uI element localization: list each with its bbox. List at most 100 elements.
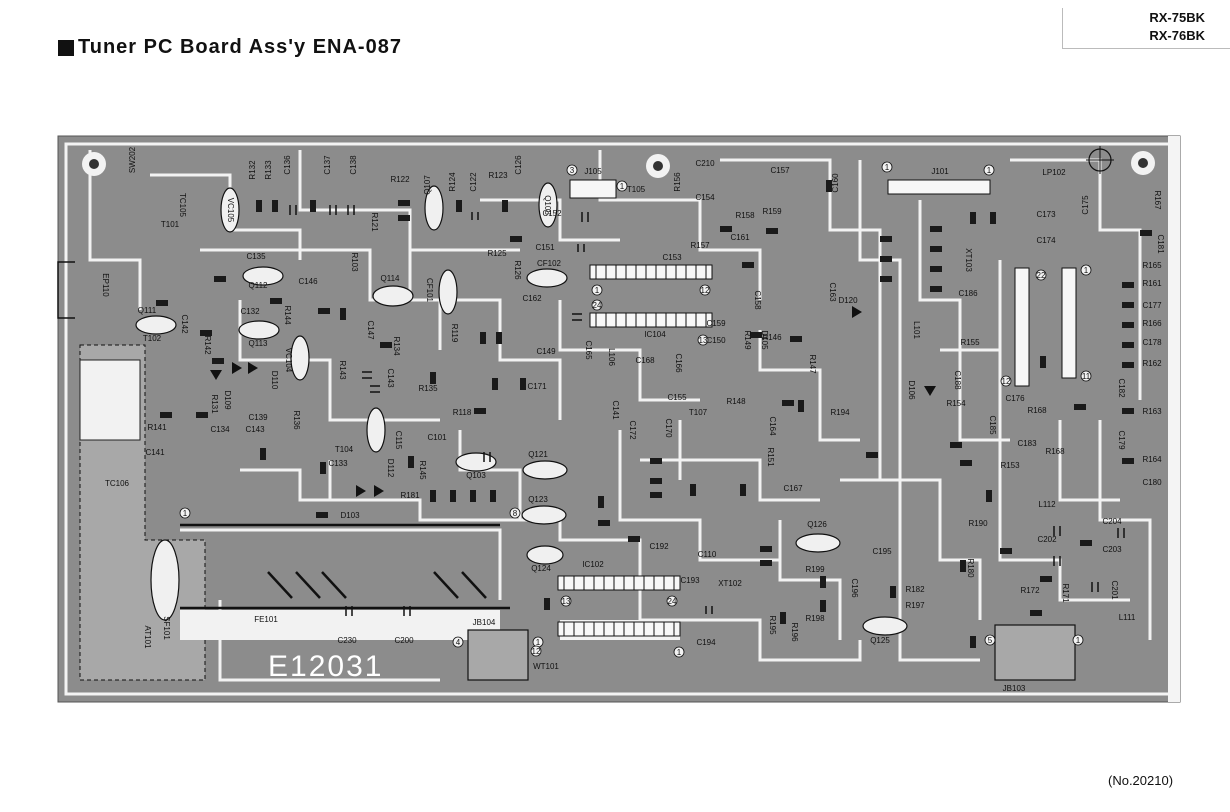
pin-marker-number: 11	[1082, 372, 1091, 381]
component-label: Q113	[249, 339, 269, 348]
component-label: C188	[953, 370, 962, 390]
component-label: SW202	[128, 146, 137, 173]
component-label: L111	[1119, 613, 1136, 622]
component-label: LP102	[1042, 168, 1066, 177]
component-label: R131	[210, 394, 219, 414]
tuner-block	[79, 359, 141, 441]
component-label: R164	[1142, 455, 1162, 464]
component-label: R194	[830, 408, 850, 417]
component-label: R157	[690, 241, 710, 250]
model-number: RX-76BK	[1149, 28, 1205, 43]
pin-marker-number: 5	[988, 636, 993, 645]
component-label: C122	[469, 172, 478, 192]
component-label: D120	[838, 296, 858, 305]
component-label: C147	[366, 320, 375, 340]
component-label: R171	[1061, 583, 1070, 603]
component-label: C176	[1005, 394, 1025, 403]
component-label: C192	[649, 542, 669, 551]
pin-marker-circle	[1000, 375, 1012, 387]
page-title: Tuner PC Board Ass'y ENA-087	[58, 36, 402, 59]
component-label: T107	[689, 408, 708, 417]
board-right-edge-strip	[1168, 136, 1180, 702]
pin-marker: 22	[1035, 269, 1047, 281]
component-label: C138	[349, 155, 358, 175]
component-label: C200	[394, 636, 414, 645]
component-label: C155	[667, 393, 687, 402]
component-label: R172	[1020, 586, 1040, 595]
component-label: R123	[488, 171, 508, 180]
component-label: C182	[1117, 378, 1126, 398]
pin-marker-number: 3	[570, 166, 575, 175]
component-label: T102	[143, 334, 162, 343]
component-label: IC104	[644, 330, 666, 339]
component-label: C146	[298, 277, 318, 286]
component-label: R181	[400, 491, 420, 500]
component-label: R166	[1142, 319, 1162, 328]
pin-marker-circle	[566, 164, 578, 176]
component-label: Q103	[466, 471, 486, 480]
pin-marker: 13	[560, 595, 572, 607]
component-label: C150	[706, 336, 726, 345]
pin-marker-number: 1	[677, 648, 682, 657]
component-label: R144	[283, 305, 292, 325]
pin-marker-circle	[1080, 264, 1092, 276]
component-label: C101	[427, 433, 447, 442]
component-label: J101	[931, 167, 949, 176]
pin-marker-number: 12	[701, 286, 710, 295]
component-label: L106	[607, 348, 616, 366]
mounting-holes	[82, 146, 1155, 178]
component-label: C151	[535, 243, 555, 252]
component-label: C143	[386, 368, 395, 388]
pin-marker: 1	[532, 636, 544, 648]
component-label: Q126	[807, 520, 827, 529]
component-label: R159	[762, 207, 782, 216]
component-label: Q108	[543, 195, 552, 215]
pin-marker-number: 1	[885, 163, 890, 172]
component-label: C210	[695, 159, 715, 168]
pin-marker-number: 1	[987, 166, 992, 175]
pin-marker-circle	[560, 595, 572, 607]
title-bullet-icon	[58, 39, 74, 56]
component-label: AT101	[143, 626, 152, 650]
component-label: R158	[735, 211, 755, 220]
component-label: T101	[161, 220, 180, 229]
component-label: C157	[770, 166, 790, 175]
component-label: C168	[635, 356, 655, 365]
component-label: R147	[808, 354, 817, 374]
component-label: R149	[743, 330, 752, 350]
pin-marker-number: 13	[562, 597, 571, 606]
component-label: TC105	[178, 193, 187, 218]
component-label: R145	[418, 460, 427, 480]
component-label: Q123	[528, 495, 548, 504]
pin-marker-circle	[591, 299, 603, 311]
component-label: R142	[203, 335, 212, 355]
component-label: R167	[1153, 190, 1162, 210]
component-label: C154	[695, 193, 715, 202]
pin-marker-number: 12	[1002, 377, 1011, 386]
component-label: C133	[328, 459, 348, 468]
component-label: R168	[1045, 447, 1065, 456]
pin-marker: 1	[179, 507, 191, 519]
pin-marker: 24	[591, 299, 603, 311]
component-label: C141	[145, 448, 165, 457]
component-label: R199	[805, 565, 825, 574]
component-label: C149	[536, 347, 556, 356]
component-label: R180	[966, 558, 975, 578]
pin-marker-number: 1	[1076, 636, 1081, 645]
component-label: R190	[968, 519, 988, 528]
pin-marker: 1	[983, 164, 995, 176]
component-label: R136	[292, 410, 301, 430]
component-label: C186	[958, 289, 978, 298]
pin-marker-number: 22	[1037, 271, 1046, 280]
board-silk-number: E12031	[268, 650, 383, 683]
component-label: FE101	[254, 615, 278, 624]
pin-marker-circle	[984, 634, 996, 646]
pin-marker-number: 24	[668, 597, 677, 606]
diode-symbols	[210, 306, 936, 497]
component-label: C177	[1142, 301, 1162, 310]
component-label: C173	[1036, 210, 1056, 219]
pin-marker-number: 8	[513, 509, 518, 518]
component-label: R165	[1142, 261, 1162, 270]
pin-marker: 3	[566, 164, 578, 176]
